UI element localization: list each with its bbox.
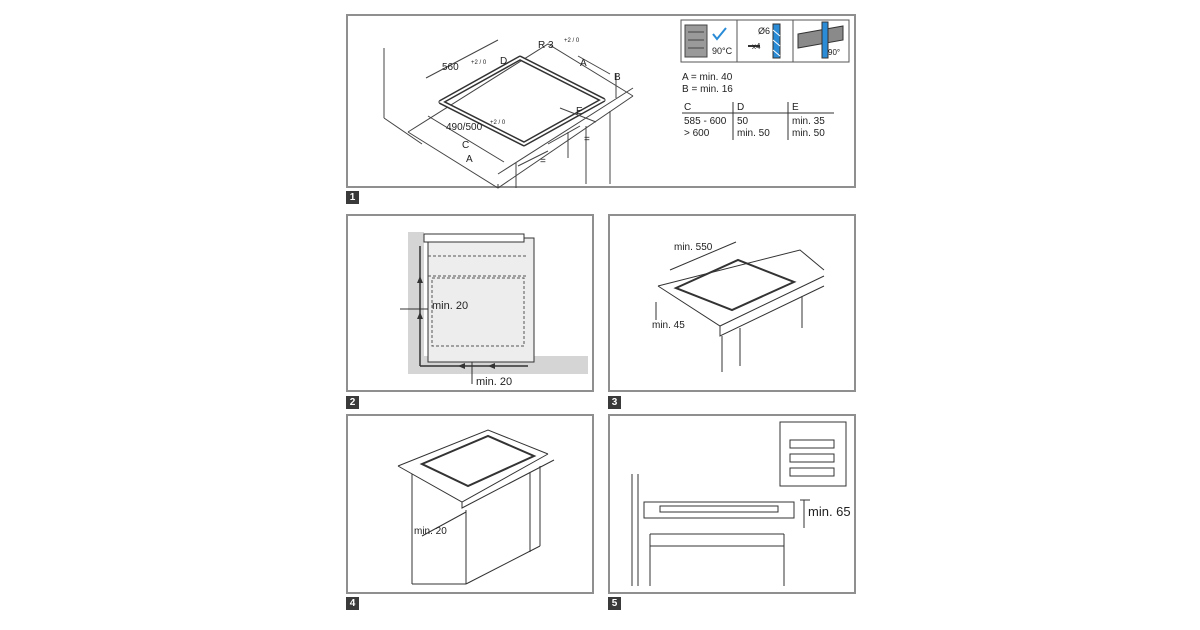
worktop-cutout-drawing xyxy=(655,241,825,372)
table-cell: min. 50 xyxy=(737,128,770,139)
dim-b: B xyxy=(614,72,621,83)
figure-4-panel: min. 20 xyxy=(346,414,594,594)
legend-a: A = min. 40 xyxy=(682,72,733,83)
gap-label: min. 20 xyxy=(414,526,447,537)
drill-count-label: x4 xyxy=(752,42,761,51)
cutout-dimension-drawing: 560 +2 / 0 R 3 +2 / 0 490/500 +2 / 0 A A… xyxy=(383,19,850,189)
equal-mark-1: = xyxy=(540,156,546,167)
clearance-table: C D E 585 - 600 50 min. 35 > 600 min. 50… xyxy=(682,102,834,140)
width-tolerance: +2 / 0 xyxy=(471,60,487,66)
depth-label: 490/500 xyxy=(446,122,483,133)
legend-b: B = min. 16 xyxy=(682,84,733,95)
dim-e: E xyxy=(576,106,583,117)
figure-2-number: 2 xyxy=(346,396,359,409)
radius-tolerance: +2 / 0 xyxy=(564,38,580,44)
figure-2-panel: min. 20 min. 20 xyxy=(346,214,594,392)
table-header-d: D xyxy=(737,102,744,113)
figure-1-panel: 560 +2 / 0 R 3 +2 / 0 490/500 +2 / 0 A A… xyxy=(346,14,856,189)
check-icon xyxy=(712,27,727,41)
width-label: 560 xyxy=(442,62,459,73)
edge-angle-label: 90° xyxy=(828,48,840,57)
length-label: min. 550 xyxy=(674,242,713,253)
figure-3-panel: min. 550 min. 45 xyxy=(608,214,856,392)
edge-sealing-icons xyxy=(680,19,850,63)
drawer-clearance-drawing xyxy=(631,421,847,586)
dim-a-bottom: A xyxy=(466,154,473,165)
table-cell: > 600 xyxy=(684,128,710,139)
table-cell: 50 xyxy=(737,116,749,127)
table-header-e: E xyxy=(792,102,799,113)
table-cell: min. 35 xyxy=(792,116,825,127)
dim-a-top: A xyxy=(580,58,587,69)
table-cell: min. 50 xyxy=(792,128,825,139)
figure-4-number: 4 xyxy=(346,597,359,610)
figure-1-number: 1 xyxy=(346,191,359,204)
height-label: min. 65 xyxy=(808,504,851,519)
ventilation-section-drawing xyxy=(400,232,588,384)
side-gap-label: min. 20 xyxy=(432,300,469,312)
figure-5-panel: min. 65 xyxy=(608,414,856,594)
radius-label: R 3 xyxy=(538,40,554,51)
table-cell: 585 - 600 xyxy=(684,116,727,127)
table-header-c: C xyxy=(684,102,691,113)
figure-5-number: 5 xyxy=(608,597,621,610)
equal-mark-2: = xyxy=(584,134,590,145)
drill-diameter-label: Ø6 xyxy=(758,26,770,36)
angle-90-label: 90°C xyxy=(712,46,733,56)
dim-c: C xyxy=(462,140,469,151)
dim-d: D xyxy=(500,56,507,67)
thickness-label: min. 45 xyxy=(652,320,685,331)
bottom-gap-label: min. 20 xyxy=(476,376,513,388)
depth-tolerance: +2 / 0 xyxy=(490,120,506,126)
cabinet-clearance-drawing xyxy=(397,429,555,585)
figure-3-number: 3 xyxy=(608,396,621,409)
